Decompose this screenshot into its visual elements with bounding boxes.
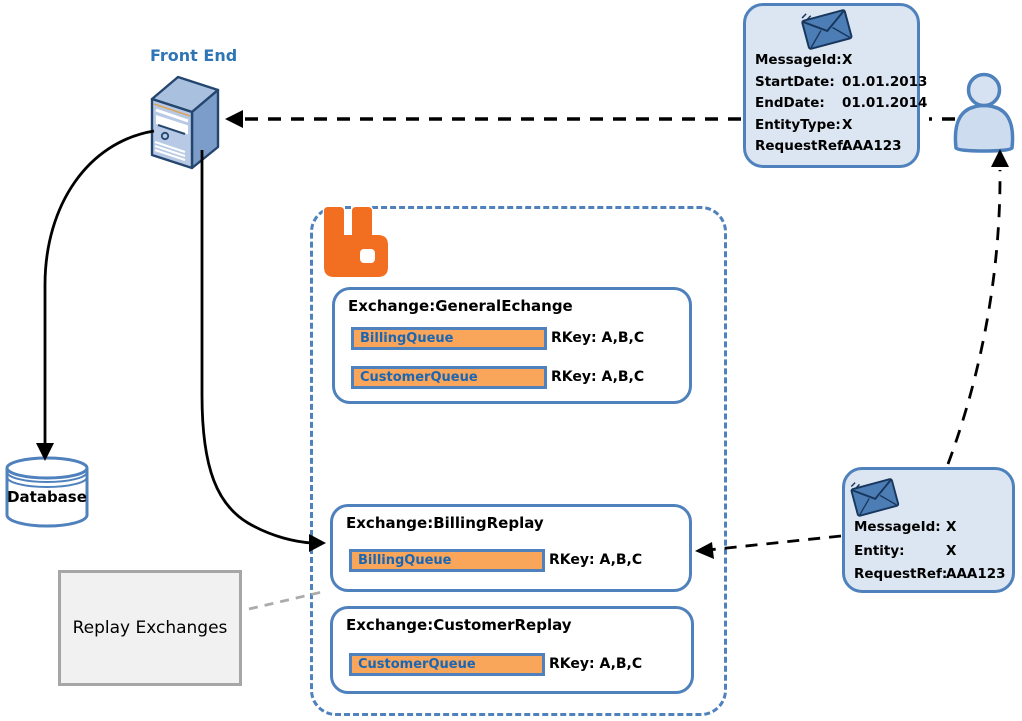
routing-key-label: RKey: A,B,C bbox=[551, 330, 645, 346]
server-to-exchange-arrow bbox=[200, 150, 326, 552]
message-field: MessageId: X bbox=[755, 52, 853, 68]
database-icon: Database bbox=[2, 455, 92, 530]
exchange-title: Exchange:GeneralEchange bbox=[348, 297, 573, 315]
message-field: RequestRef: AAA123 bbox=[755, 138, 902, 155]
server-icon bbox=[140, 70, 228, 176]
queue-bar: CustomerQueue bbox=[349, 653, 545, 676]
front-end-label: Front End bbox=[150, 46, 238, 65]
card-to-person-arrow bbox=[946, 149, 1009, 465]
message-field: EndDate: 01.01.2014 bbox=[755, 95, 928, 112]
exchange-title: Exchange:BillingReplay bbox=[346, 514, 544, 532]
replay-message-rows: MessageId: X Entity: X RequestRef: AAA12… bbox=[854, 519, 1008, 590]
queue-row: BillingQueue RKey: A,B,C bbox=[335, 327, 689, 351]
request-message-card: MessageId: X StartDate: 01.01.2013 EndDa… bbox=[743, 2, 928, 168]
message-field: StartDate: 01.01.2013 bbox=[755, 73, 928, 90]
exchange-billing-replay: Exchange:BillingReplay BillingQueue RKey… bbox=[330, 504, 692, 592]
queue-row: CustomerQueue RKey: A,B,C bbox=[335, 366, 689, 390]
envelope-icon bbox=[846, 472, 903, 525]
replay-exchanges-box: Replay Exchanges bbox=[58, 570, 242, 686]
queue-row: BillingQueue RKey: A,B,C bbox=[333, 549, 689, 573]
routing-key-label: RKey: A,B,C bbox=[549, 656, 643, 672]
queue-bar: BillingQueue bbox=[349, 549, 545, 572]
envelope-icon bbox=[797, 2, 857, 57]
queue-bar: BillingQueue bbox=[351, 327, 547, 350]
database-label: Database bbox=[7, 488, 87, 506]
exchange-general: Exchange:GeneralEchange BillingQueue RKe… bbox=[332, 287, 692, 404]
request-message-rows: MessageId: X StartDate: 01.01.2013 EndDa… bbox=[755, 52, 928, 160]
message-field: Entity: X bbox=[854, 542, 957, 559]
queue-row: CustomerQueue RKey: A,B,C bbox=[333, 653, 691, 677]
exchange-title: Exchange:CustomerReplay bbox=[346, 616, 572, 634]
replay-message-card: MessageId: X Entity: X RequestRef: AAA12… bbox=[842, 467, 1015, 593]
replay-exchanges-label: Replay Exchanges bbox=[72, 618, 228, 638]
server-to-database-arrow bbox=[36, 129, 155, 461]
person-icon bbox=[948, 71, 1020, 157]
routing-key-label: RKey: A,B,C bbox=[551, 369, 645, 385]
exchange-customer-replay: Exchange:CustomerReplay CustomerQueue RK… bbox=[330, 606, 694, 694]
message-field: EntityType: X bbox=[755, 116, 853, 133]
queue-bar: CustomerQueue bbox=[351, 366, 547, 389]
message-field: RequestRef: AAA123 bbox=[854, 566, 1006, 582]
message-field: MessageId: X bbox=[854, 519, 957, 535]
rabbitmq-icon bbox=[321, 204, 391, 284]
routing-key-label: RKey: A,B,C bbox=[549, 552, 643, 568]
